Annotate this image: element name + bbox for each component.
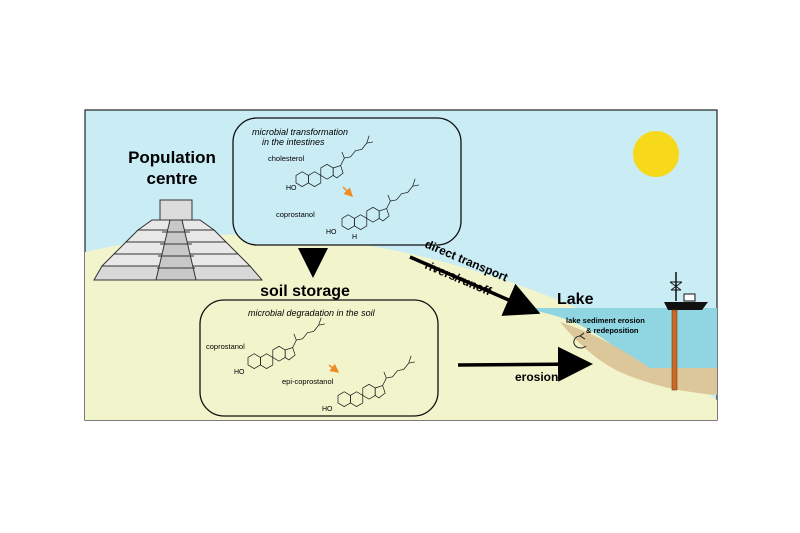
lake-sediment	[560, 322, 717, 395]
erosion-label: erosion	[515, 370, 558, 384]
intestine-title-2: in the intestines	[262, 137, 325, 147]
intestine-reaction-arrow	[342, 186, 354, 198]
population-centre-label-2: centre	[146, 169, 197, 188]
direct-transport-arrow	[409, 255, 541, 316]
lake-label: Lake	[557, 291, 594, 308]
epi-coprostanol-ho: HO	[322, 406, 333, 413]
intestine-box	[232, 117, 462, 246]
intestine-title-1: microbial transformation	[252, 127, 348, 137]
coprostanol-soil-ho: HO	[234, 369, 245, 376]
soil-storage-label: soil storage	[260, 283, 350, 300]
cholesterol-ho: HO	[286, 185, 297, 192]
pyramid-icon	[93, 199, 264, 281]
swirl-icon	[573, 332, 587, 349]
lake-sediment-label-2: & redeposition	[586, 326, 639, 335]
coprostanol-top-h: H	[352, 234, 357, 241]
coprostanol-top-label: coprostanol	[276, 210, 315, 219]
soil-reaction-arrow	[328, 363, 340, 373]
lake-sediment-label-1: lake sediment erosion	[566, 316, 645, 325]
erosion-arrow	[457, 346, 593, 382]
cholesterol-label: cholesterol	[268, 154, 305, 163]
sun-icon	[633, 131, 679, 177]
sediment-core	[671, 309, 678, 391]
coprostanol-soil-label: coprostanol	[206, 342, 245, 351]
lake-water	[520, 308, 717, 368]
population-centre-label-1: Population	[128, 148, 216, 167]
coprostanol-top-ho: HO	[326, 229, 337, 236]
boat-icon	[664, 272, 708, 310]
soil-title: microbial degradation in the soil	[248, 308, 376, 318]
epi-coprostanol-label: epi-coprostanol	[282, 377, 334, 386]
